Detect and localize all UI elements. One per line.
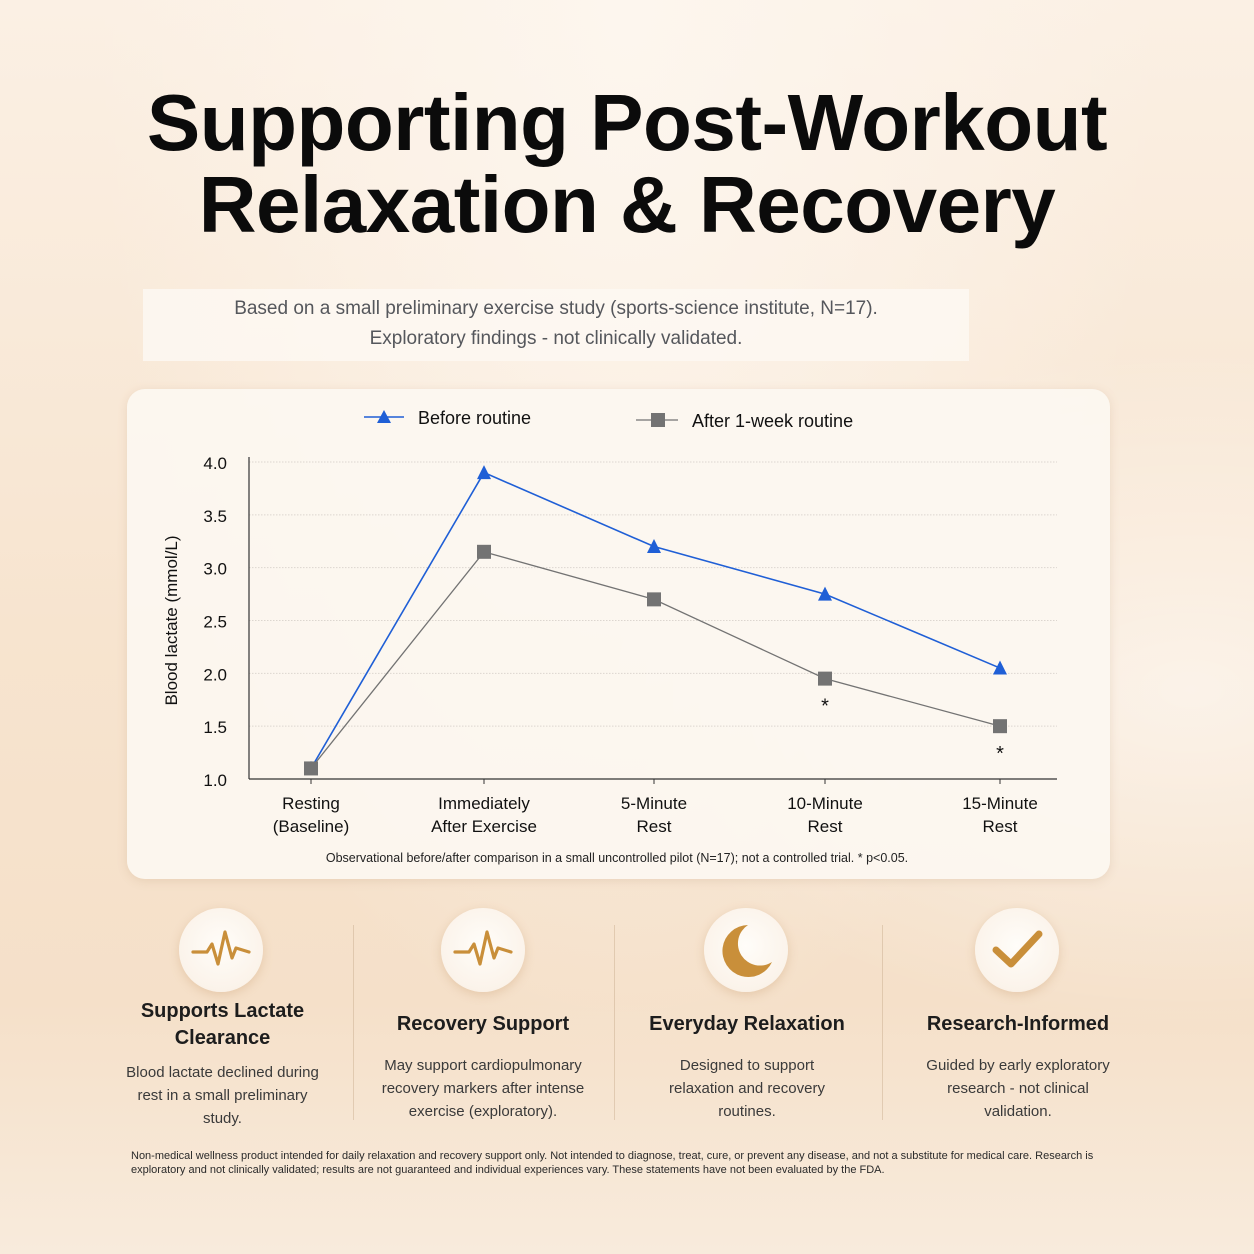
feature-description: Guided by early exploratory research - no… — [902, 1054, 1134, 1123]
x-tick-label: Rest — [637, 817, 672, 836]
feature-icon-badge — [179, 908, 263, 992]
x-tick-label: Immediately — [438, 794, 530, 813]
y-tick-label: 2.0 — [203, 665, 227, 684]
x-tick-label: 5-Minute — [621, 794, 687, 813]
significance-asterisk: * — [996, 743, 1004, 765]
feature-icon-badge — [704, 908, 788, 992]
feature-divider — [353, 925, 354, 1120]
feature-title: Research-Informed — [902, 1011, 1134, 1038]
feature-description-line: Designed to support — [679, 1057, 815, 1074]
feature-icon-badge — [975, 908, 1059, 992]
significance-asterisk: * — [821, 696, 829, 718]
feature-description-line: research - not clinical — [947, 1080, 1089, 1097]
y-tick-label: 4.0 — [203, 454, 227, 473]
data-point-square — [304, 761, 318, 776]
feature-title: Recovery Support — [370, 1011, 596, 1038]
feature-title-line: Recovery Support — [396, 1013, 570, 1035]
page-title: Supporting Post-Workout Relaxation & Rec… — [0, 82, 1254, 246]
disclaimer-line-1: Non-medical wellness product intended fo… — [131, 1150, 1094, 1162]
feature-description-line: May support cardiopulmonary — [384, 1057, 582, 1074]
feature-title-line: Clearance — [174, 1027, 271, 1049]
data-point-square — [477, 544, 491, 559]
subtitle-line-2: Exploratory findings - not clinically va… — [369, 328, 743, 349]
heartbeat-icon — [453, 930, 513, 966]
feature-title: Everyday Relaxation — [634, 1011, 860, 1038]
disclaimer-line-2: exploratory and not clinically validated… — [131, 1164, 885, 1176]
subtitle-line-1: Based on a small preliminary exercise st… — [234, 298, 878, 319]
heartbeat-icon — [191, 930, 251, 966]
crescent-moon-icon — [722, 925, 772, 977]
x-tick-label: Rest — [983, 817, 1018, 836]
feature-description-line: validation. — [984, 1103, 1052, 1120]
y-tick-label: 1.0 — [203, 771, 227, 790]
feature-description-line: recovery markers after intense — [381, 1080, 585, 1097]
y-tick-label: 3.0 — [203, 560, 227, 579]
title-line-2: Relaxation & Recovery — [198, 160, 1056, 249]
x-tick-label: Resting — [282, 794, 340, 813]
data-point-square — [818, 671, 832, 686]
x-tick-label: 15-Minute — [962, 794, 1038, 813]
feature-divider — [614, 925, 615, 1120]
x-tick-label: 10-Minute — [787, 794, 863, 813]
feature-description-line: Guided by early exploratory — [926, 1057, 1110, 1074]
x-tick-label: After Exercise — [431, 817, 537, 836]
feature-description-line: relaxation and recovery — [669, 1080, 825, 1097]
legend-label-after: After 1-week routine — [692, 411, 853, 431]
feature-description-line: Blood lactate declined during — [126, 1064, 319, 1081]
title-line-1: Supporting Post-Workout — [146, 78, 1108, 167]
feature-description-line: routines. — [718, 1103, 776, 1120]
feature-description: Designed to support relaxation and recove… — [634, 1054, 860, 1123]
feature-description-line: rest in a small preliminary — [137, 1087, 308, 1104]
feature-description: May support cardiopulmonary recovery mark… — [370, 1054, 596, 1123]
legend-label-before: Before routine — [418, 408, 531, 428]
data-point-triangle — [477, 465, 491, 480]
legend-marker-square — [651, 413, 665, 427]
checkmark-icon — [992, 930, 1043, 968]
feature-title-line: Everyday Relaxation — [649, 1013, 845, 1035]
feature-title-line: Supports Lactate — [140, 1000, 305, 1022]
x-tick-label: Rest — [808, 817, 843, 836]
feature-icon-badge — [441, 908, 525, 992]
chart-footnote: Observational before/after comparison in… — [326, 851, 908, 865]
y-tick-label: 2.5 — [203, 613, 227, 632]
y-tick-label: 1.5 — [203, 718, 227, 737]
data-point-square — [993, 719, 1007, 734]
feature-divider — [882, 925, 883, 1120]
data-point-square — [647, 592, 661, 607]
x-tick-label: (Baseline) — [273, 817, 350, 836]
feature-title-line: Research-Informed — [926, 1013, 1110, 1035]
data-point-triangle — [647, 539, 661, 554]
y-axis-label: Blood lactate (mmol/L) — [162, 535, 181, 705]
y-tick-label: 3.5 — [203, 507, 227, 526]
data-point-triangle — [993, 660, 1007, 675]
subtitle-box — [143, 289, 969, 361]
data-point-triangle — [818, 586, 832, 601]
legend-marker-triangle — [377, 410, 391, 423]
feature-description-line: study. — [203, 1110, 242, 1127]
feature-description-line: exercise (exploratory). — [408, 1103, 558, 1120]
disclaimer: Non-medical wellness product intended fo… — [131, 1149, 1121, 1177]
feature-description: Blood lactate declined during rest in a s… — [110, 1061, 335, 1130]
